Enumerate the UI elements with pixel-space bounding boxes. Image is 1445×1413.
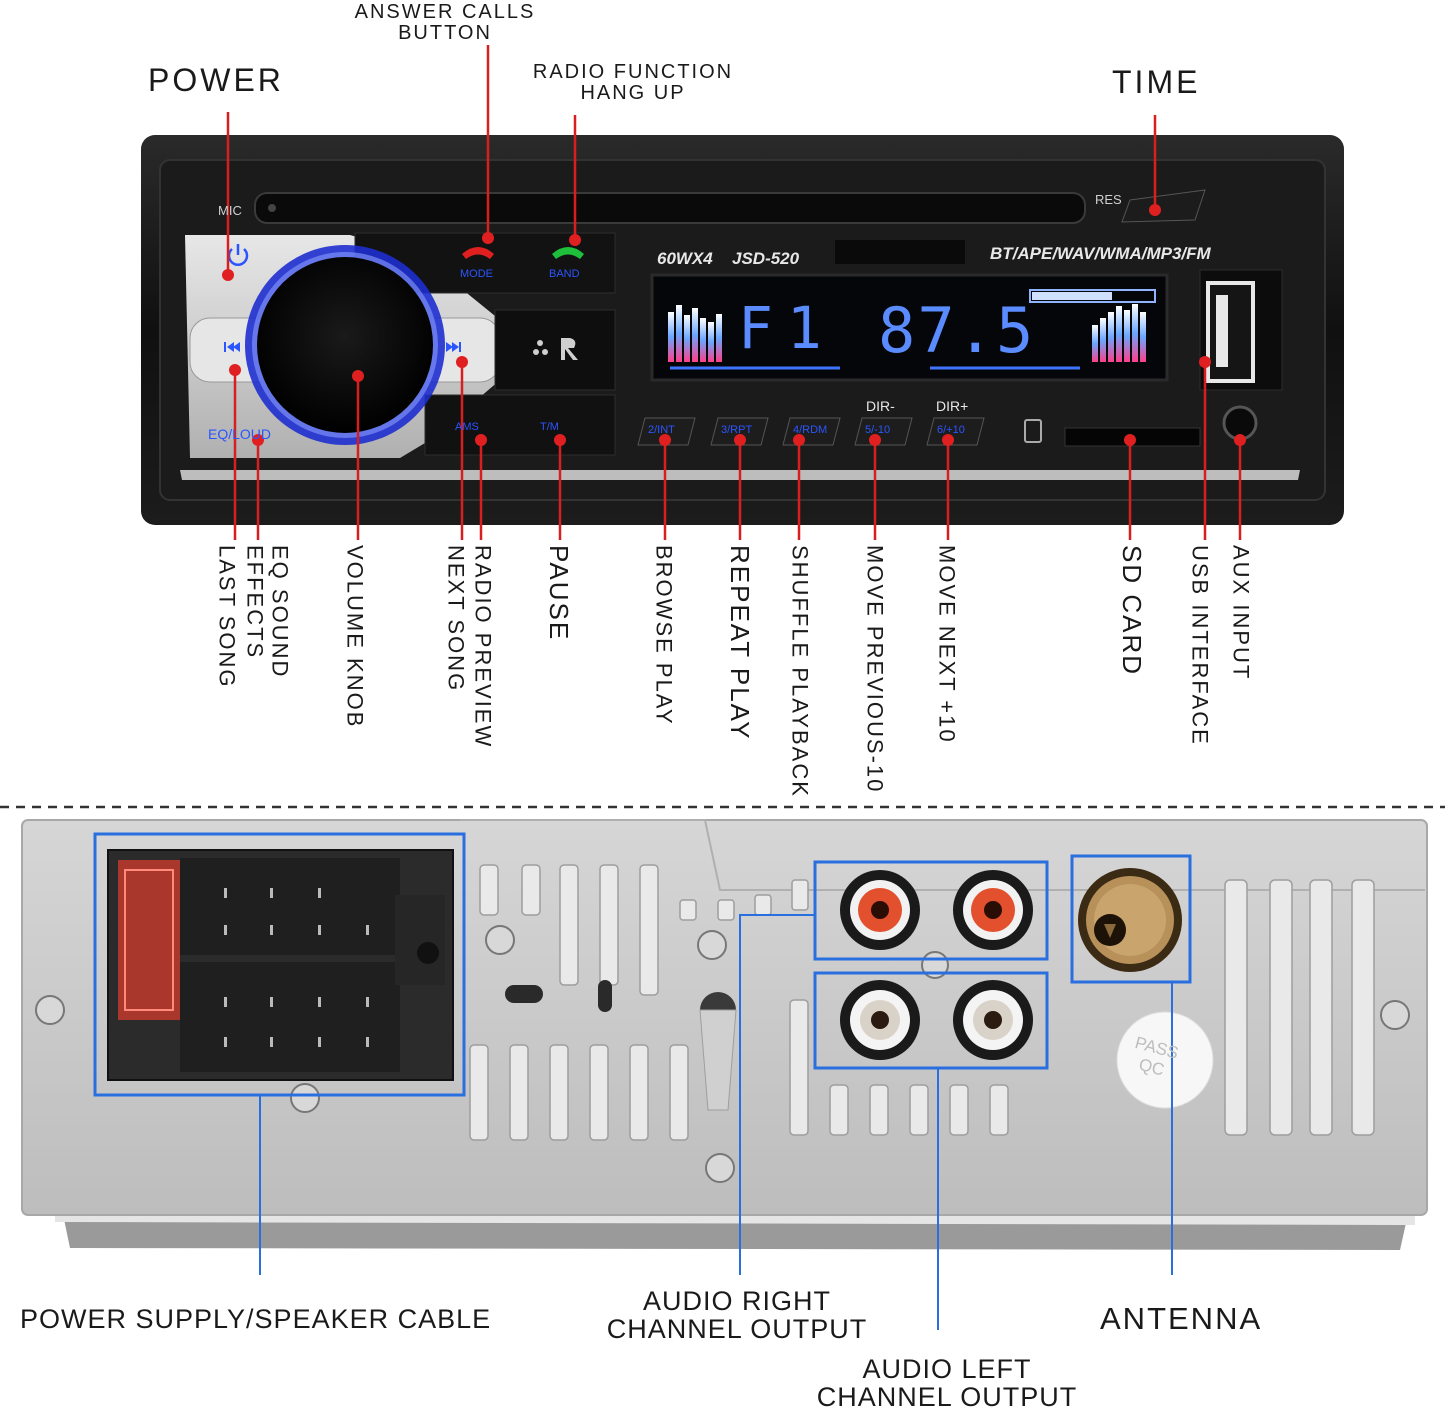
rca-left-jacks [840,980,1033,1060]
rear-chassis [21,819,1428,1250]
highlight-boxes [93,832,1192,1097]
preset-buttons [637,417,985,446]
qc-sticker [1116,1011,1214,1109]
phone-hangup-icon [462,247,494,259]
front-panel [141,135,1344,525]
phone-answer-icon [552,247,584,259]
vent-ribs [469,864,1375,1141]
prev-icon [224,342,240,352]
cd-slot [254,192,1086,224]
spectrum-left [668,305,722,362]
rca-right-jacks [840,870,1033,950]
power-connector [107,849,454,1081]
leader-dots-red [222,204,1246,446]
usb-port[interactable] [1206,281,1255,383]
spectrum-right [1092,304,1146,362]
antenna-socket [1078,868,1182,972]
leader-lines-blue [259,914,1173,1330]
next-icon [446,342,461,352]
leader-lines-red [226,45,1242,540]
ir-sensor-icon [533,338,578,360]
power-icon [227,244,249,266]
